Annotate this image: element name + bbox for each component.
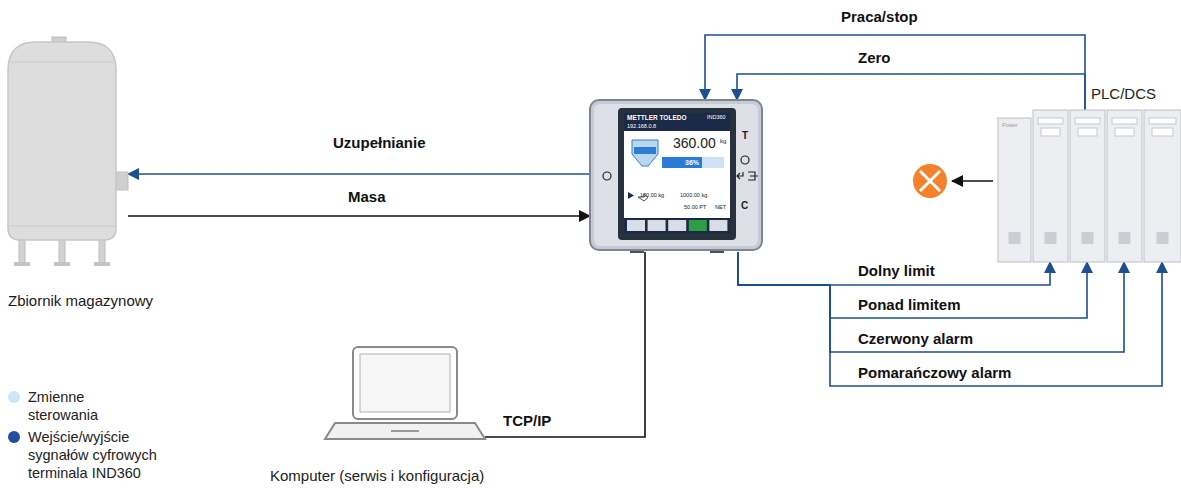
model-text: IND360 bbox=[707, 114, 726, 120]
signal-label: Masa bbox=[345, 188, 389, 206]
key-label: T bbox=[742, 130, 748, 142]
ip-address: 192.168.0.8 bbox=[627, 123, 656, 129]
signal-label: Dolny limit bbox=[855, 262, 938, 280]
limit-value: 100.00 kg bbox=[640, 192, 664, 198]
signal-label: Zero bbox=[855, 49, 894, 67]
limit-value: 1000.00 kg bbox=[680, 192, 707, 198]
signal-label: Pomarańczowy alarm bbox=[855, 364, 1014, 382]
tare-value: 50.00 PT bbox=[684, 204, 706, 210]
signal-label: Praca/stop bbox=[838, 8, 921, 26]
signal-label: Uzupełnianie bbox=[330, 134, 429, 152]
terminal-drawing bbox=[590, 100, 762, 253]
signal-connector bbox=[128, 215, 590, 217]
legend: Zmienne sterowaniaWejście/wyjście sygnał… bbox=[5, 388, 165, 486]
laptop-drawing bbox=[325, 347, 485, 439]
legend-item: Zmienne sterowania bbox=[5, 388, 165, 424]
signal-connector bbox=[128, 173, 590, 175]
node-outline bbox=[325, 345, 485, 443]
alarm-lamp bbox=[913, 164, 947, 198]
plc-dcs: PLC/DCSPower bbox=[998, 110, 1181, 262]
signal-connector bbox=[485, 252, 645, 437]
signal-connector bbox=[737, 74, 1085, 110]
legend-item: Wejście/wyjście sygnałów cyfrowych termi… bbox=[5, 428, 165, 482]
node-outline bbox=[4, 40, 128, 272]
node-caption: Komputer (serwis i konfiguracja) bbox=[270, 467, 484, 484]
ind360-terminal: METTLER TOLEDO IND360 192.168.0.8 360.00 kg 3… bbox=[590, 100, 762, 252]
service-computer: Komputer (serwis i konfiguracja) bbox=[325, 345, 485, 443]
unit-text: kg bbox=[720, 138, 726, 145]
node-caption: Zbiornik magazynowy bbox=[8, 292, 153, 309]
legend-swatch bbox=[8, 391, 20, 403]
lamp-arrow bbox=[952, 180, 993, 182]
legend-text: Zmienne sterowania bbox=[28, 388, 158, 424]
signal-connector bbox=[738, 252, 1124, 352]
key-label: C bbox=[741, 200, 748, 212]
module-label: Power bbox=[1002, 122, 1018, 128]
signal-label: Czerwony alarm bbox=[855, 330, 976, 348]
plc-modules bbox=[998, 110, 1181, 262]
net-text: NET bbox=[715, 204, 726, 210]
signal-label: Ponad limitem bbox=[855, 296, 964, 314]
node-outline bbox=[998, 110, 1181, 262]
legend-text: Wejście/wyjście sygnałów cyfrowych termi… bbox=[28, 428, 158, 482]
node-caption: PLC/DCS bbox=[1091, 85, 1156, 102]
node-outline bbox=[590, 100, 762, 252]
storage-tank: Zbiornik magazynowy bbox=[4, 40, 128, 272]
weight-value: 360.00 bbox=[673, 135, 716, 151]
signal-label: TCP/IP bbox=[500, 412, 554, 430]
signal-connector bbox=[738, 252, 1162, 386]
fill-percent: 36% bbox=[685, 159, 699, 167]
signal-connector bbox=[705, 35, 1085, 110]
tank-drawing bbox=[8, 37, 128, 266]
brand-text: METTLER TOLEDO bbox=[627, 114, 686, 121]
legend-swatch bbox=[8, 431, 20, 443]
